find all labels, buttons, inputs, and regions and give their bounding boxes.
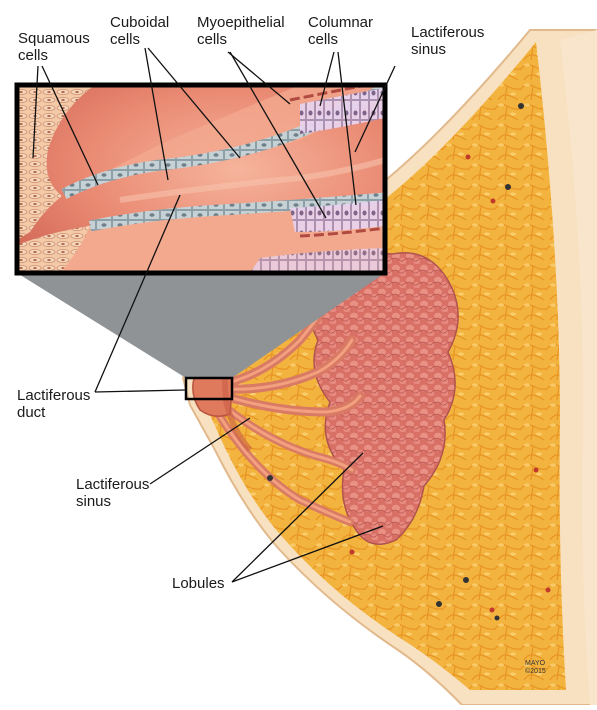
label-columnar-cells: Columnar cells bbox=[308, 14, 373, 48]
label-myoepithelial-cells: Myoepithelial cells bbox=[197, 14, 285, 48]
label-lactiferous-sinus: Lactiferous sinus bbox=[76, 476, 149, 510]
label-squamous-cells: Squamous cells bbox=[18, 30, 90, 64]
label-lactiferous-duct: Lactiferous duct bbox=[17, 387, 90, 421]
label-cuboidal-cells: Cuboidal cells bbox=[110, 14, 169, 48]
label-lactiferous-sinus-inset: Lactiferous sinus bbox=[411, 24, 484, 58]
mayo-credit: MAYO ©2015 bbox=[525, 660, 546, 676]
label-lobules: Lobules bbox=[172, 575, 225, 592]
